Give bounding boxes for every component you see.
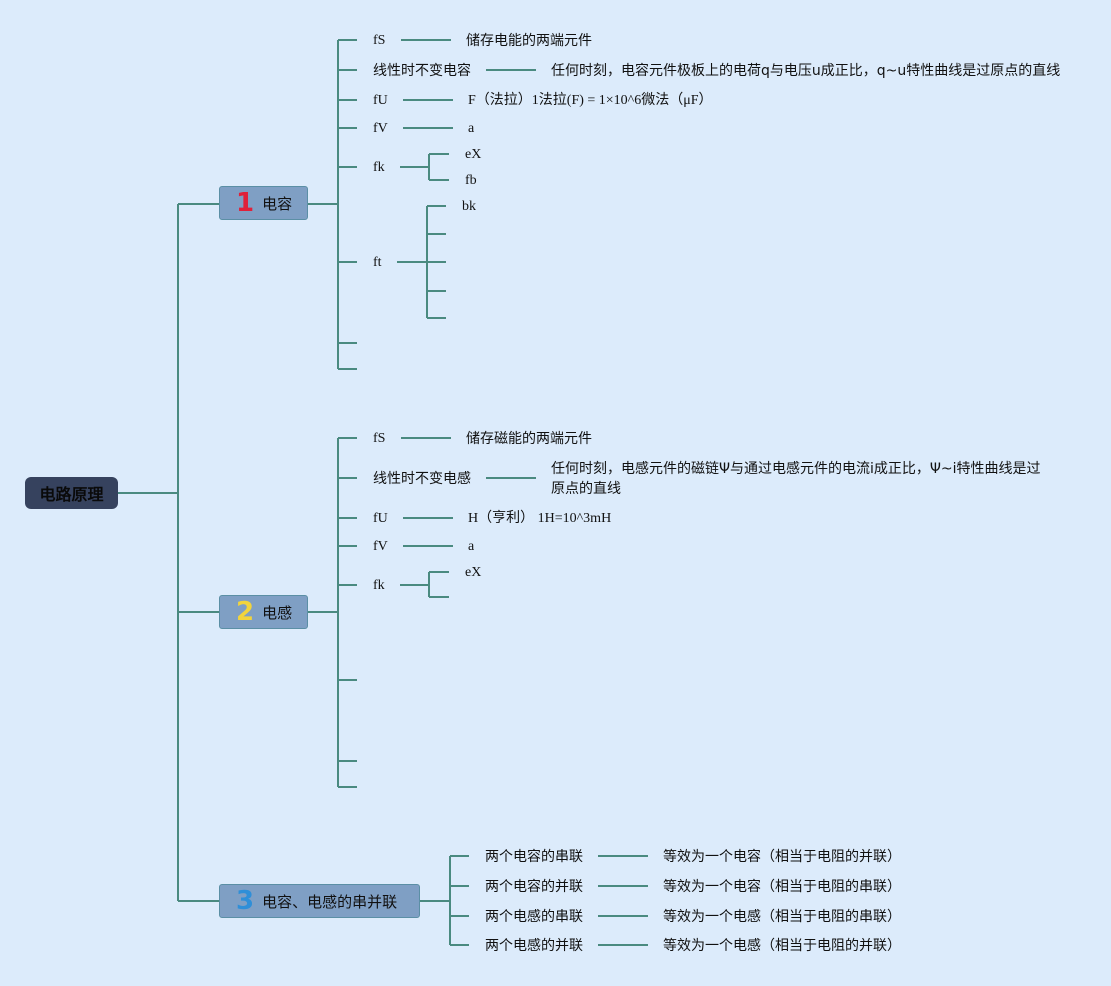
node-key[interactable]: fU — [373, 511, 388, 526]
node-key[interactable]: fV — [373, 121, 388, 136]
node-value[interactable]: a — [468, 121, 475, 136]
node-key[interactable]: fV — [373, 539, 388, 554]
node-sub[interactable]: bk — [462, 199, 476, 214]
node-sub[interactable]: fb — [465, 173, 477, 188]
root-label: 电路原理 — [39, 485, 104, 504]
topic-label: 电容 — [262, 194, 293, 213]
topic-label: 电容、电感的串并联 — [262, 892, 398, 911]
node-key[interactable]: fU — [373, 93, 388, 108]
root-node[interactable]: 电路原理 — [25, 477, 118, 509]
node-key[interactable]: fS — [373, 33, 386, 48]
topic-capacitor[interactable]: 1 电容 — [219, 186, 308, 220]
node-value[interactable]: 等效为一个电感（相当于电阻的串联） — [663, 909, 901, 925]
node-value[interactable]: F（法拉）1法拉(F) = 1×10^6微法（μF） — [468, 93, 713, 108]
node-key[interactable]: 两个电感的并联 — [485, 938, 583, 954]
number-badge-3: 3 — [236, 886, 255, 916]
node-value[interactable]: 等效为一个电感（相当于电阻的并联） — [663, 938, 901, 954]
node-value[interactable]: H（亨利） 1H=10^3mH — [468, 511, 612, 526]
node-value[interactable]: 等效为一个电容（相当于电阻的串联） — [663, 879, 901, 895]
node-key[interactable]: 线性时不变电感 — [373, 471, 471, 487]
topic-label: 电感 — [262, 603, 293, 622]
node-value[interactable]: 等效为一个电容（相当于电阻的并联） — [663, 849, 901, 865]
node-value[interactable]: 储存磁能的两端元件 — [466, 431, 592, 447]
topic-series-parallel[interactable]: 3 电容、电感的串并联 — [219, 884, 420, 918]
node-key[interactable]: 两个电感的串联 — [485, 909, 583, 925]
node-sub[interactable]: eX — [465, 147, 482, 162]
node-key[interactable]: ft — [373, 255, 382, 270]
node-key[interactable]: fk — [373, 160, 385, 175]
node-key[interactable]: fk — [373, 578, 385, 593]
node-key[interactable]: 两个电容的串联 — [485, 849, 583, 865]
node-key[interactable]: 两个电容的并联 — [485, 879, 583, 895]
node-sub[interactable]: eX — [465, 565, 482, 580]
node-value[interactable]: a — [468, 539, 475, 554]
number-badge-2: 2 — [236, 597, 255, 627]
node-value[interactable]: 任何时刻，电感元件的磁链Ψ与通过电感元件的电流i成正比，Ψ~i特性曲线是过原点的… — [551, 461, 1041, 497]
number-badge-1: 1 — [236, 188, 255, 218]
node-key[interactable]: fS — [373, 431, 386, 446]
topic-inductor[interactable]: 2 电感 — [219, 595, 308, 629]
node-value[interactable]: 任何时刻，电容元件极板上的电荷q与电压u成正比，q~u特性曲线是过原点的直线 — [551, 63, 1061, 79]
node-key[interactable]: 线性时不变电容 — [373, 63, 471, 79]
node-value[interactable]: 储存电能的两端元件 — [466, 33, 592, 49]
